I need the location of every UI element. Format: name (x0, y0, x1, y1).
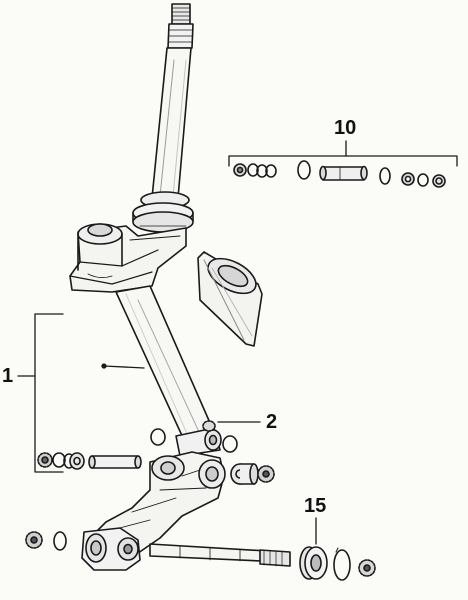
fork-tube (115, 285, 215, 441)
fork-head (69, 223, 187, 293)
callout-label-1: 1 (2, 365, 14, 387)
bearing-15 (299, 517, 376, 581)
arm-bushing-right (230, 463, 275, 485)
callout-leaders (17, 313, 261, 473)
column-collar (132, 191, 194, 233)
callout-label-10: 10 (334, 117, 357, 139)
hub-axle-assembly (25, 527, 291, 571)
hardware-kit-10 (228, 140, 458, 188)
callout-label-15: 15 (304, 495, 327, 517)
headlight-cover (197, 251, 263, 347)
pivot-hardware-left (37, 428, 238, 470)
steering-column (151, 3, 194, 199)
fork-bottom-washers (202, 420, 216, 432)
callout-label-2: 2 (266, 411, 278, 433)
fork-bottom-eye (175, 427, 222, 457)
